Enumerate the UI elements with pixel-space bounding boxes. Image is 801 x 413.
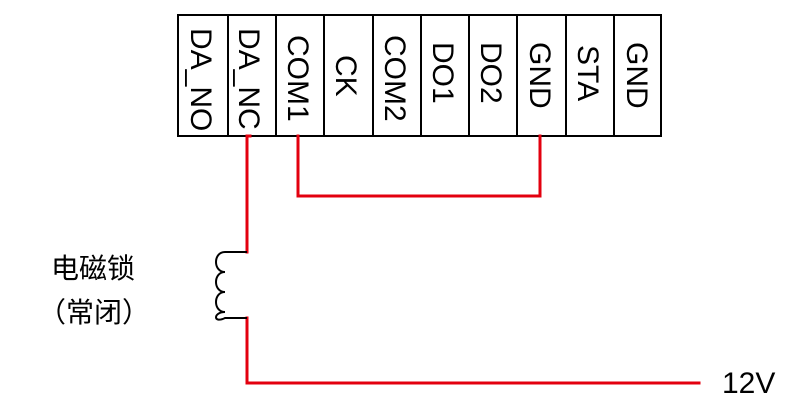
terminal-label-do2: DO2 [474, 42, 507, 104]
lock-name-label: 电磁锁 [51, 252, 135, 285]
terminal-block-outline [177, 14, 662, 137]
terminal-label-com2: COM2 [378, 35, 411, 122]
terminal-label-gnd-1: GND [523, 42, 556, 109]
terminal-label-sta: STA [571, 45, 604, 101]
terminal-label-ck: CK [329, 55, 362, 97]
wire-da-nc-to-lock [245, 134, 252, 254]
wire-com1-to-gnd [296, 134, 542, 198]
supply-voltage-label: 12V [722, 367, 775, 400]
terminal-label-com1: COM1 [281, 35, 314, 122]
lock-coil-icon [215, 251, 247, 321]
terminal-block: DA_NO DA_NC COM1 CK COM2 DO1 DO2 GND STA… [177, 14, 662, 137]
terminal-dividers [227, 15, 615, 136]
terminal-label-do1: DO1 [426, 42, 459, 104]
terminal-label-da-nc: DA_NC [232, 28, 265, 130]
lock-type-label: （常闭） [38, 296, 150, 329]
wire-lock-to-12v [245, 316, 701, 385]
terminal-label-gnd-2: GND [620, 42, 653, 109]
terminal-label-da-no: DA_NO [184, 28, 217, 131]
